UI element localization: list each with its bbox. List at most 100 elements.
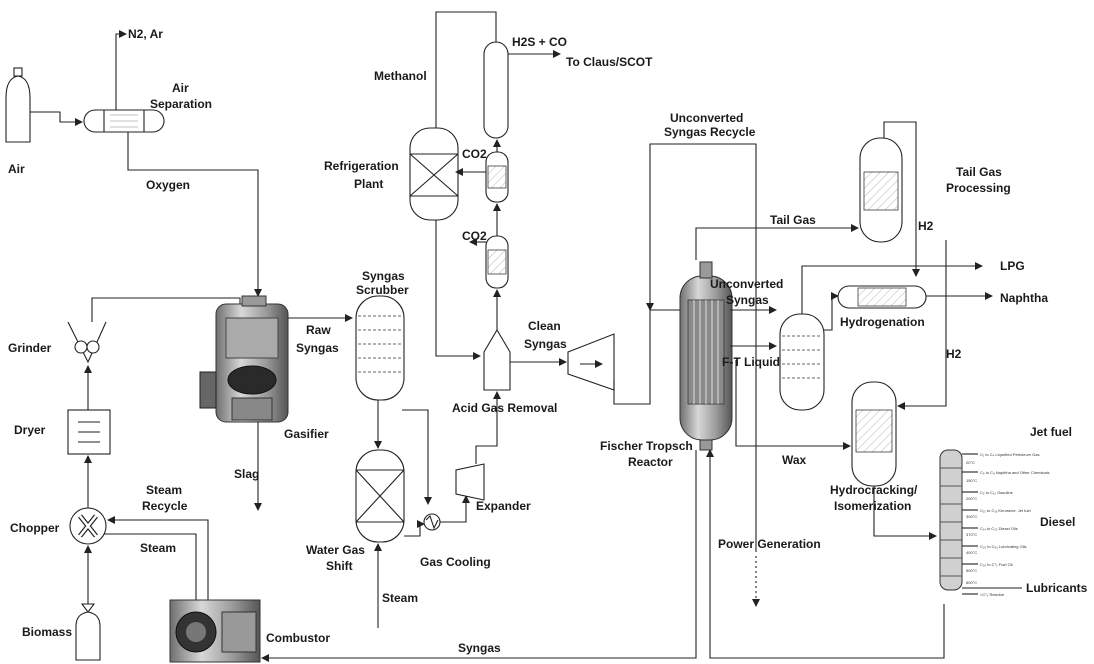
raw-syngas-label: Syngas (296, 341, 339, 355)
methanol-label: Methanol (374, 69, 427, 83)
lubricants-label: Lubricants (1026, 581, 1088, 595)
expander-label: Expander (476, 499, 531, 513)
temp-label: 370°C (966, 532, 977, 537)
cut-label: C₁₄ to C₂₀ Diesel Oils (980, 526, 1018, 531)
n2-ar-label: N2, Ar (128, 27, 163, 41)
diesel-label: Diesel (1040, 515, 1075, 529)
ft-liquid-label: F-T Liquid (722, 355, 780, 369)
column-to-hydrogenation-line (824, 296, 838, 330)
air-separation-label: Air (172, 81, 189, 95)
column-cut-labels: C₁ to C₄ Liquefied Petroleum Gas C₅ to C… (966, 452, 1050, 597)
temp-label: 150°C (966, 478, 977, 483)
tail-gas-processing-vessel (860, 138, 902, 242)
temp-label: 20°C (966, 460, 975, 465)
jet-fuel-label: Jet fuel (1030, 425, 1072, 439)
cut-label: C₂₀ to C⁷₀ Fuel Oil (980, 562, 1013, 567)
grinder-unit (68, 322, 106, 362)
syngas-scrubber-label: Scrubber (356, 283, 409, 297)
combustor-label: Combustor (266, 631, 330, 645)
chopper-unit (70, 508, 106, 544)
steam-recycle-label: Recycle (142, 499, 188, 513)
temp-label: 400°C (966, 550, 977, 555)
steam-recycle-label: Steam (146, 483, 182, 497)
hydrogenation-unit (838, 286, 926, 308)
wax-label: Wax (782, 453, 807, 467)
unconverted-recycle-label: Syngas Recycle (664, 125, 756, 139)
oxygen-label: Oxygen (146, 178, 190, 192)
steam-label: Steam (382, 591, 418, 605)
co2-vessel-upper (486, 152, 508, 202)
lpg-label: LPG (1000, 259, 1025, 273)
syngas-scrubber-label: Syngas (362, 269, 405, 283)
cut-label: C₁₀ to C₁₆ Kerosene, Jet fuel (980, 508, 1031, 513)
gasifier-label: Gasifier (284, 427, 329, 441)
co2-vessel-lower (486, 236, 508, 288)
ft-liquid-column (780, 314, 824, 410)
h2s-column (484, 42, 508, 138)
unconverted-recycle-label: Unconverted (670, 111, 743, 125)
air-separation-unit (84, 110, 164, 132)
raw-syngas-label: Raw (306, 323, 331, 337)
acid-gas-removal-unit (484, 330, 510, 390)
combustor-unit (170, 600, 260, 662)
tail-gas-processing-label: Processing (946, 181, 1011, 195)
cut-label: >C⁷₀ Residue (980, 592, 1005, 597)
wgs-to-cooler-line (404, 524, 424, 536)
tail-gas-line (696, 228, 858, 260)
hydrocracking-unit (852, 382, 896, 486)
unconverted-syngas-label: Syngas (726, 293, 769, 307)
chopper-label: Chopper (10, 521, 60, 535)
dryer-unit (68, 410, 110, 454)
air-tank (6, 68, 30, 142)
unconverted-syngas-label: Unconverted (710, 277, 783, 291)
cut-label: C₂₀ to C₅₀ Lubricating Oils (980, 544, 1027, 549)
hydrocracking-label: Isomerization (834, 499, 911, 513)
gasifier-vessel (200, 296, 288, 422)
water-gas-shift-label: Water Gas (306, 543, 365, 557)
to-claus-label: To Claus/SCOT (566, 55, 653, 69)
biomass-tank (76, 604, 100, 660)
syngas-compressor (568, 334, 614, 390)
acid-gas-removal-label: Acid Gas Removal (452, 401, 557, 415)
biomass-label: Biomass (22, 625, 72, 639)
air-separation-label: Separation (150, 97, 212, 111)
hydrocracking-label: Hydrocracking/ (830, 483, 918, 497)
steam-label: Steam (140, 541, 176, 555)
compressor-to-ft-line (614, 310, 650, 404)
tail-gas-label: Tail Gas (770, 213, 816, 227)
tail-gas-processing-label: Tail Gas (956, 165, 1002, 179)
product-recycle-line (710, 450, 944, 658)
scrubber-to-cooler-line (402, 410, 428, 504)
cut-label: C₅ to C₁₀ Gasoline (980, 490, 1014, 495)
oxygen-line (128, 132, 258, 296)
water-gas-shift-reactor (356, 450, 404, 542)
refrigeration-plant-label: Refrigeration (324, 159, 399, 173)
syngas-scrubber (356, 296, 404, 400)
air-to-separation-line (30, 112, 82, 122)
gas-cooling-exchanger (424, 514, 440, 530)
h2-label: H2 (918, 219, 934, 233)
fischer-tropsch-label: Fischer Tropsch (600, 439, 693, 453)
cut-label: C₁ to C₄ Liquefied Petroleum Gas (980, 452, 1039, 457)
cut-label: C₅ to C₈ Naphtha and Other Chemicals (980, 470, 1050, 475)
cooler-to-expander-line (440, 496, 466, 522)
co2-label: CO2 (462, 147, 487, 161)
refrigeration-plant (410, 128, 458, 220)
gas-cooling-label: Gas Cooling (420, 555, 491, 569)
water-gas-shift-label: Shift (326, 559, 353, 573)
dryer-label: Dryer (14, 423, 46, 437)
refrigeration-plant-label: Plant (354, 177, 383, 191)
grinder-label: Grinder (8, 341, 52, 355)
temp-label: 200°C (966, 496, 977, 501)
clean-syngas-label: Syngas (524, 337, 567, 351)
temp-label: 500°C (966, 568, 977, 573)
n2-ar-line (116, 34, 126, 110)
temp-label: 300°C (966, 514, 977, 519)
clean-syngas-label: Clean (528, 319, 561, 333)
hydrogenation-label: Hydrogenation (840, 315, 925, 329)
naphtha-label: Naphtha (1000, 291, 1048, 305)
slag-label: Slag (234, 467, 259, 481)
syngas-label: Syngas (458, 641, 501, 655)
h2-label: H2 (946, 347, 962, 361)
